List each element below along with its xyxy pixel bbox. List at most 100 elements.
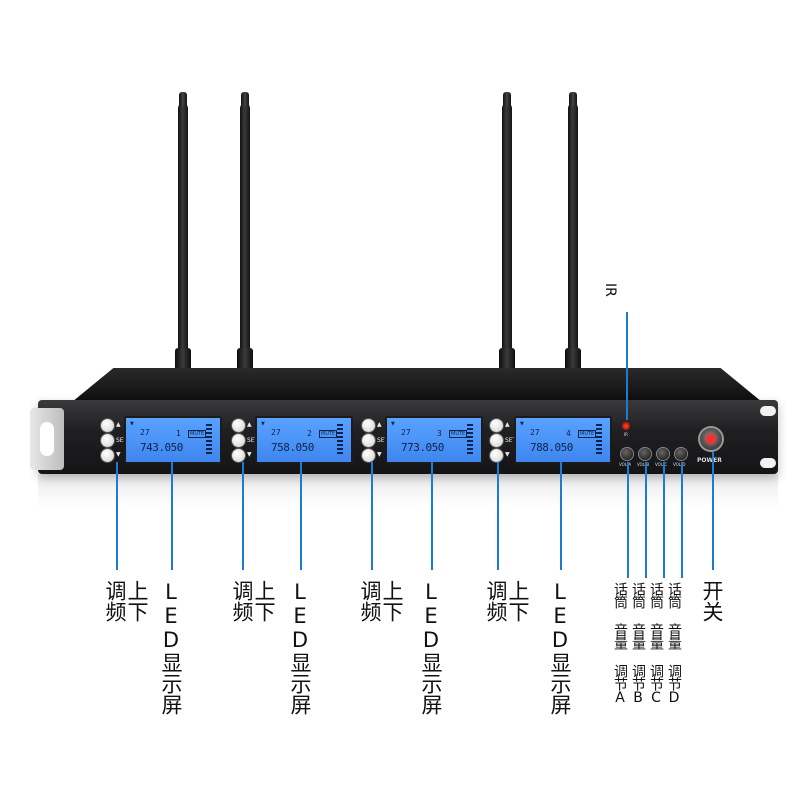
channel-4-set-label: SET [505,437,517,444]
channel-1-up-label: ▲ [116,421,121,428]
annotation-lcd-2: LED显示屏 [288,580,312,715]
volume-knob-b-label: VOL.B [637,462,650,467]
channel-2-down-button[interactable] [232,449,245,462]
channel-3-number: 3 [437,429,442,438]
leader-lcd-2 [300,462,302,570]
channel-1-up-button[interactable] [101,419,114,432]
channel-2-frequency: 758.050 [271,441,314,454]
rack-ear-left [30,408,64,470]
leader-vol-d [681,462,683,578]
channel-4-lcd-display: ▼ 27 4 MUTE 788.050 [514,416,612,464]
channel-2-up-label: ▲ [247,421,252,428]
lcd-signal-icon: ▼ [261,421,265,427]
channel-2-up-button[interactable] [232,419,245,432]
lcd-signal-icon: ▼ [391,421,395,427]
volume-knob-c[interactable] [657,448,669,460]
channel-4-level-meter [596,424,602,456]
annotation-lcd-3: LED显示屏 [419,580,443,715]
annotation-tune-1: 上下 调频 [103,580,149,622]
lcd-signal-icon: ▼ [130,421,134,427]
channel-4-frequency: 788.050 [530,441,573,454]
channel-3-down-button[interactable] [362,449,375,462]
channel-1-down-button[interactable] [101,449,114,462]
channel-2-lcd-display: ▼ 27 2 MUTE 758.050 [255,416,353,464]
channel-3-group: 27 [401,428,411,437]
ir-panel-label: IR [624,432,628,437]
channel-1-group: 27 [140,428,150,437]
leader-power [712,452,714,570]
channel-4-number: 4 [566,429,571,438]
receiver-top-panel [72,368,762,402]
volume-knob-c-label: VOL.C [655,462,668,467]
channel-4-set-button[interactable] [490,434,503,447]
power-button[interactable] [700,428,722,450]
leader-tune-1 [116,462,118,570]
annotation-lcd-4: LED显示屏 [548,580,572,715]
leader-lcd-3 [431,462,433,570]
channel-3-set-button[interactable] [362,434,375,447]
annotation-tune-4: 上下 调频 [484,580,530,622]
channel-3-set-label: SET [377,437,389,444]
channel-3-frequency: 773.050 [401,441,444,454]
leader-ir [626,312,628,420]
annotation-power-switch: 开关 [700,580,724,622]
annotation-tune-3: 上下 调频 [358,580,404,622]
annotation-ir: IR [602,283,618,297]
leader-vol-b [645,462,647,578]
leader-lcd-1 [171,462,173,570]
channel-3-mute-indicator: MUTE [449,430,468,438]
annotation-vol-d: 话筒 音量 调节D [666,582,682,705]
annotation-vol-b: 话筒 音量 调节B [630,582,646,705]
leader-vol-a [627,462,629,578]
volume-knob-d-label: VOL.D [673,462,686,467]
antenna-1 [175,92,191,374]
antenna-2 [237,92,253,374]
leader-tune-3 [371,462,373,570]
channel-3-down-label: ▼ [377,451,382,458]
channel-1-frequency: 743.050 [140,441,183,454]
volume-knob-b[interactable] [639,448,651,460]
lcd-signal-icon: ▼ [520,421,524,427]
channel-2-group: 27 [271,428,281,437]
channel-1-down-label: ▼ [116,451,121,458]
channel-1-level-meter [206,424,212,456]
chassis-reflection [38,474,778,508]
channel-4-down-label: ▼ [505,451,510,458]
channel-1-lcd-display: ▼ 27 1 MUTE 743.050 [124,416,222,464]
volume-knob-a[interactable] [621,448,633,460]
channel-1-set-label: SET [116,437,128,444]
channel-3-up-label: ▲ [377,421,382,428]
leader-tune-4 [497,462,499,570]
annotation-lcd-1: LED显示屏 [159,580,183,715]
ir-sensor-led [622,422,630,430]
channel-1-set-button[interactable] [101,434,114,447]
channel-1-number: 1 [176,429,181,438]
leader-tune-2 [242,462,244,570]
channel-4-up-button[interactable] [490,419,503,432]
antenna-4 [565,92,581,374]
leader-lcd-4 [560,462,562,570]
channel-4-group: 27 [530,428,540,437]
channel-2-mute-indicator: MUTE [319,430,338,438]
channel-1-mute-indicator: MUTE [188,430,207,438]
channel-2-set-label: SET [247,437,259,444]
channel-2-down-label: ▼ [247,451,252,458]
annotation-vol-c: 话筒 音量 调节C [648,582,664,705]
channel-2-level-meter [337,424,343,456]
antenna-3 [499,92,515,374]
power-button-label: POWER [697,457,722,464]
channel-2-set-button[interactable] [232,434,245,447]
channel-2-number: 2 [307,429,312,438]
channel-4-mute-indicator: MUTE [578,430,597,438]
volume-knob-d[interactable] [675,448,687,460]
annotation-tune-2: 上下 调频 [230,580,276,622]
annotation-vol-a: 话筒 音量 调节A [612,582,628,705]
channel-3-level-meter [467,424,473,456]
volume-knob-a-label: VOL.A [619,462,632,467]
channel-4-up-label: ▲ [505,421,510,428]
channel-3-lcd-display: ▼ 27 3 MUTE 773.050 [385,416,483,464]
leader-vol-c [663,462,665,578]
channel-3-up-button[interactable] [362,419,375,432]
channel-4-down-button[interactable] [490,449,503,462]
